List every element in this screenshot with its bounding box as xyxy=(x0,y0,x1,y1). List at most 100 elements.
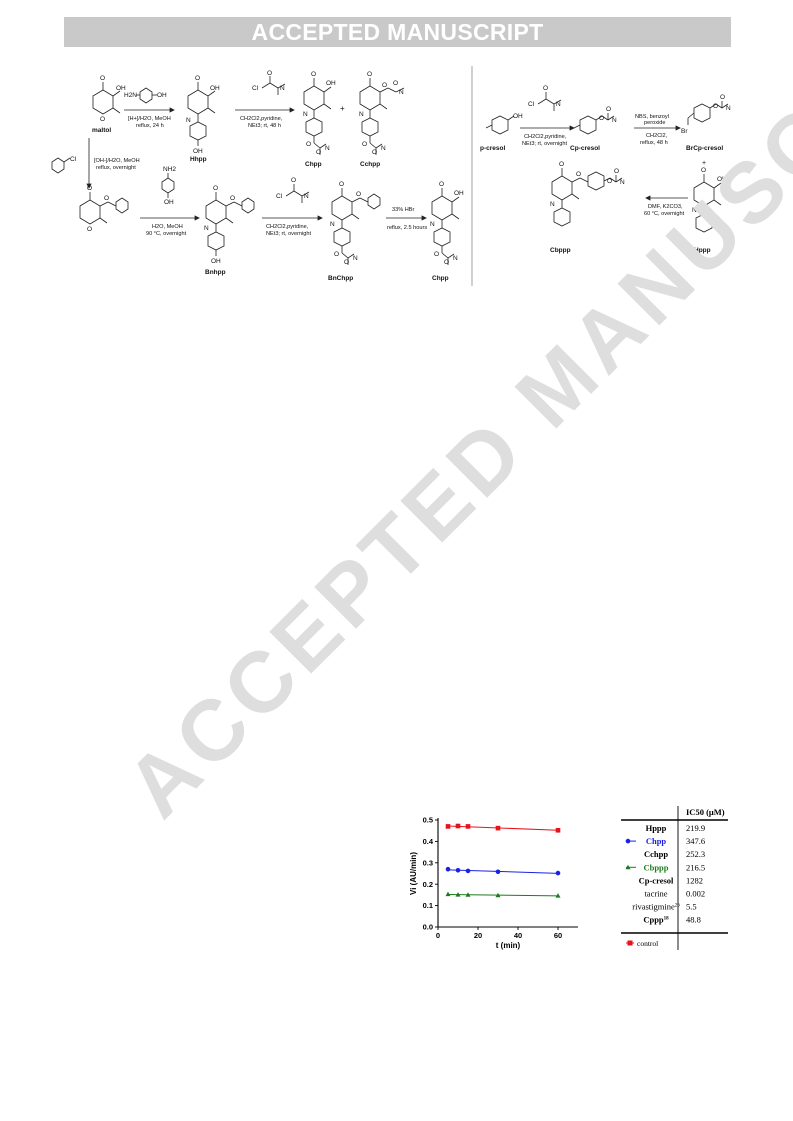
svg-text:Cl: Cl xyxy=(70,156,77,163)
svg-text:CH2Cl2,pyridine,: CH2Cl2,pyridine, xyxy=(266,224,309,230)
svg-text:O: O xyxy=(382,82,387,89)
compound-label: BrCp-cresol xyxy=(686,145,723,152)
ic50-value: 347.6 xyxy=(686,836,705,846)
svg-text:N: N xyxy=(303,111,308,118)
data-point xyxy=(455,892,461,897)
svg-text:90 °C, overnight: 90 °C, overnight xyxy=(146,231,187,237)
ic50-value: 0.002 xyxy=(686,889,705,899)
svg-text:O: O xyxy=(614,168,619,175)
svg-text:O: O xyxy=(444,259,449,266)
svg-text:reflux, 48 h: reflux, 48 h xyxy=(640,140,668,146)
svg-text:O: O xyxy=(701,167,706,174)
x-tick-label: 40 xyxy=(514,931,522,940)
svg-text:N: N xyxy=(304,193,309,200)
svg-text:Cl: Cl xyxy=(276,193,283,200)
svg-text:[OH-]/H2O, MeOH: [OH-]/H2O, MeOH xyxy=(94,158,140,164)
svg-text:DMF, K2CO3,: DMF, K2CO3, xyxy=(648,204,683,210)
citation-superscript: 18 xyxy=(664,917,670,922)
compound-label: p-cresol xyxy=(480,145,505,152)
svg-text:O: O xyxy=(439,181,444,188)
svg-text:O: O xyxy=(230,195,235,202)
svg-text:N: N xyxy=(353,255,358,262)
svg-text:[H+]/H2O, MeOH: [H+]/H2O, MeOH xyxy=(128,116,171,122)
svg-text:OH: OH xyxy=(193,148,203,155)
svg-text:+: + xyxy=(702,160,706,167)
svg-text:O: O xyxy=(334,251,339,258)
compound-name: Hppp xyxy=(646,823,667,833)
data-point xyxy=(495,869,501,875)
svg-text:OH: OH xyxy=(211,258,221,265)
compound-label: Cbppp xyxy=(550,247,571,254)
x-tick-label: 0 xyxy=(436,931,440,940)
svg-text:O: O xyxy=(213,185,218,192)
svg-text:O: O xyxy=(576,171,581,178)
legend-marker xyxy=(625,864,631,870)
svg-text:N: N xyxy=(612,117,617,124)
svg-text:O: O xyxy=(356,191,361,198)
compound-label: Cp-cresol xyxy=(570,145,600,152)
svg-text:O: O xyxy=(344,259,349,266)
svg-text:Cl: Cl xyxy=(528,101,535,108)
accepted-manuscript-banner: ACCEPTED MANUSCRIPT xyxy=(64,17,731,47)
svg-text:OH: OH xyxy=(157,92,167,99)
svg-text:N: N xyxy=(453,255,458,262)
compound-name: rivastigmine26 xyxy=(632,902,680,912)
svg-text:O: O xyxy=(543,85,548,92)
svg-text:O: O xyxy=(87,185,92,192)
svg-text:N: N xyxy=(325,145,330,152)
data-point xyxy=(555,893,561,898)
svg-text:CH2Cl2,pyridine,: CH2Cl2,pyridine, xyxy=(524,134,567,140)
data-point xyxy=(465,868,471,874)
svg-text:N: N xyxy=(381,145,386,152)
svg-text:O: O xyxy=(311,71,316,78)
svg-text:O: O xyxy=(316,149,321,156)
svg-text:NH2: NH2 xyxy=(163,166,176,173)
svg-text:CH2Cl2,: CH2Cl2, xyxy=(646,133,668,139)
svg-text:60 °C, overnight: 60 °C, overnight xyxy=(644,211,685,217)
svg-text:NEt3; rt, 48 h: NEt3; rt, 48 h xyxy=(248,123,281,129)
control-legend: control xyxy=(626,939,658,948)
svg-text:OH: OH xyxy=(326,80,336,87)
svg-text:O: O xyxy=(372,149,377,156)
svg-text:O: O xyxy=(104,195,109,202)
svg-text:reflux, 24 h: reflux, 24 h xyxy=(136,123,164,129)
ic50-header: IC50 (μM) xyxy=(686,807,725,817)
svg-text:N: N xyxy=(726,105,731,112)
x-tick-label: 20 xyxy=(474,931,482,940)
svg-text:H2N: H2N xyxy=(124,92,137,99)
svg-text:H2O, MeOH: H2O, MeOH xyxy=(152,224,183,230)
fit-line-cbppp xyxy=(447,894,559,897)
svg-text:N: N xyxy=(620,179,625,186)
svg-text:O: O xyxy=(599,115,604,122)
data-point xyxy=(455,823,461,829)
svg-text:N: N xyxy=(430,221,435,228)
compound-label: Chpp xyxy=(432,275,449,282)
svg-text:O: O xyxy=(606,106,611,113)
synthesis-scheme: O OH O H2N OH O OH N OH Cl O N O OH N O … xyxy=(51,66,731,286)
svg-text:N: N xyxy=(186,117,191,124)
compound-name: Cchpp xyxy=(644,849,668,859)
svg-text:OH: OH xyxy=(717,176,727,183)
svg-text:O: O xyxy=(434,251,439,258)
svg-text:O: O xyxy=(100,75,105,82)
svg-text:O: O xyxy=(100,116,105,123)
compound-label: maltol xyxy=(92,127,111,134)
compound-name: Cp-cresol xyxy=(639,875,674,885)
data-point xyxy=(555,870,561,876)
x-axis-label: t (min) xyxy=(496,941,521,950)
svg-text:+: + xyxy=(340,104,345,113)
y-axis-label: Vi (AU/min) xyxy=(409,852,418,895)
svg-text:O: O xyxy=(713,103,718,110)
y-tick-label: 0.2 xyxy=(423,880,433,889)
svg-text:OH: OH xyxy=(164,199,174,206)
svg-text:reflux, overnight: reflux, overnight xyxy=(96,165,136,171)
data-point xyxy=(495,825,501,831)
ic50-value: 252.3 xyxy=(686,849,705,859)
ic50-value: 48.8 xyxy=(686,915,701,925)
y-tick-label: 0.5 xyxy=(423,816,433,825)
